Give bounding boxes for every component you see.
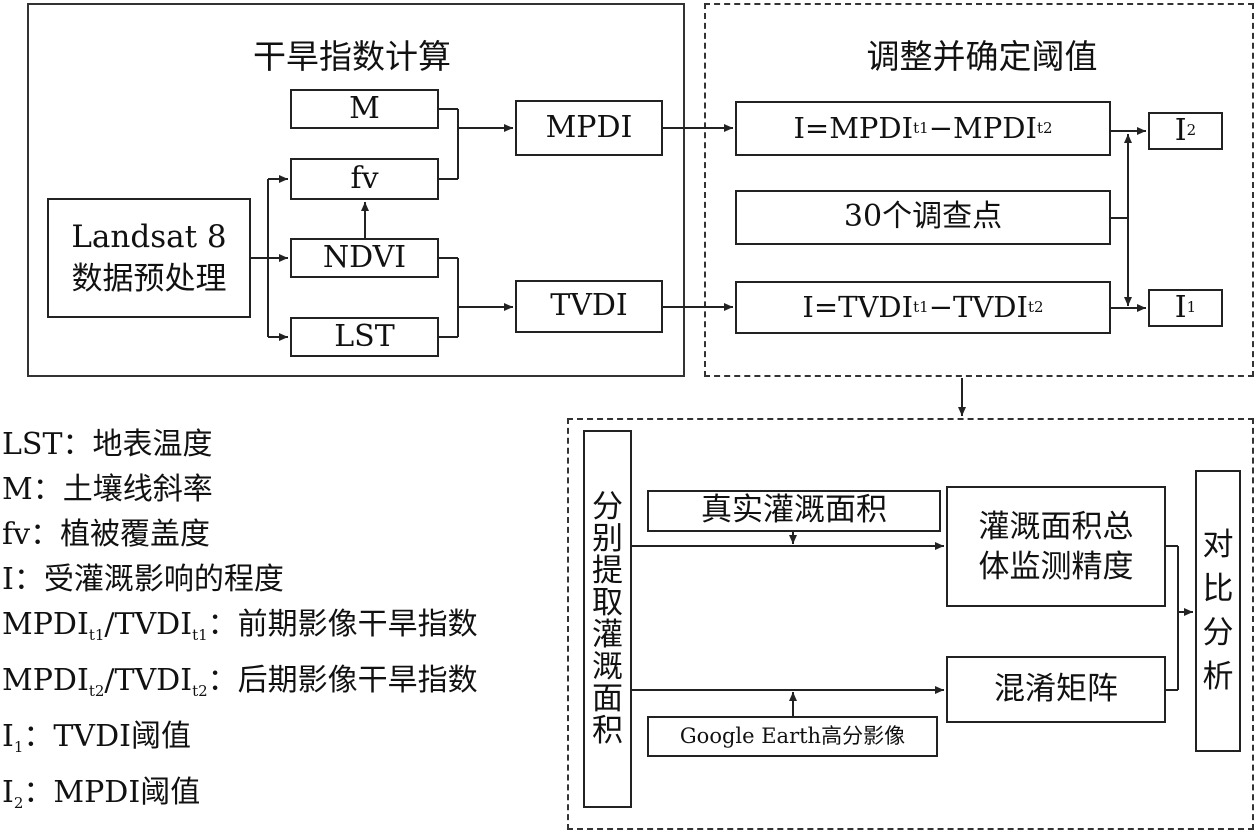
accuracy-line2: 体监测精度 bbox=[978, 548, 1134, 585]
extraction-panel bbox=[567, 418, 1254, 830]
tvdi-diff-prefix: I=TVDI bbox=[802, 289, 914, 324]
compare-char: 比 bbox=[1202, 571, 1234, 607]
extract-char: 灌 bbox=[592, 617, 623, 653]
compare-char: 分 bbox=[1202, 615, 1234, 651]
lst-box: LST bbox=[290, 317, 439, 357]
compare-char: 对 bbox=[1202, 527, 1234, 563]
legend-row-m: M：土壤线斜率 bbox=[2, 472, 213, 507]
threshold-title: 调整并确定阈值 bbox=[866, 37, 1098, 76]
legend-row-lst: LST：地表温度 bbox=[2, 427, 213, 462]
compare-char: 析 bbox=[1202, 659, 1234, 695]
legend-row-i1: I1：TVDI阈值 bbox=[2, 719, 191, 756]
comparative-analysis-box: 对 比 分 析 bbox=[1195, 470, 1241, 752]
legend-row-i: I：受灌溉影响的程度 bbox=[2, 562, 284, 597]
extract-char: 溉 bbox=[592, 649, 623, 685]
legend-row-t1: MPDIt1/TVDIt1：前期影像干旱指数 bbox=[2, 607, 478, 644]
accuracy-line1: 灌溉面积总 bbox=[978, 508, 1134, 545]
legend: LST：地表温度 M：土壤线斜率 fv：植被覆盖度 I：受灌溉影响的程度 MPD… bbox=[2, 422, 478, 826]
landsat-preprocess-box: Landsat 8 数据预处理 bbox=[47, 198, 251, 318]
mpdi-diff-prefix: I=MPDI bbox=[793, 110, 914, 145]
ndvi-box: NDVI bbox=[290, 238, 439, 278]
i1-sub: 1 bbox=[1186, 298, 1197, 317]
mpdi-diff-sub1: t1 bbox=[913, 118, 929, 137]
extract-char: 别 bbox=[592, 521, 623, 557]
extract-char: 取 bbox=[592, 585, 623, 621]
extract-char: 积 bbox=[592, 713, 623, 749]
landsat-line2: 数据预处理 bbox=[71, 261, 227, 297]
true-irrigation-area-box: 真实灌溉面积 bbox=[647, 490, 941, 532]
extract-irrigation-area-box: 分 别 提 取 灌 溉 面 积 bbox=[583, 430, 632, 808]
extract-char: 面 bbox=[592, 681, 623, 717]
fv-box: fv bbox=[290, 158, 439, 200]
m-box: M bbox=[290, 89, 439, 129]
legend-row-fv: fv：植被覆盖度 bbox=[2, 517, 211, 552]
extract-char: 提 bbox=[592, 553, 623, 589]
mpdi-diff-mid: −MPDI bbox=[928, 110, 1037, 145]
threshold-panel bbox=[704, 3, 1254, 377]
i2-sub: 2 bbox=[1186, 121, 1197, 140]
drought-index-title: 干旱指数计算 bbox=[253, 37, 451, 76]
mpdi-box: MPDI bbox=[515, 100, 663, 156]
google-earth-imagery-box: Google Earth高分影像 bbox=[647, 716, 938, 757]
landsat-line1: Landsat 8 bbox=[71, 219, 227, 255]
tvdi-box: TVDI bbox=[515, 280, 663, 333]
extract-char: 分 bbox=[592, 489, 623, 525]
mpdi-diff-sub2: t2 bbox=[1036, 118, 1053, 137]
tvdi-diff-mid: −TVDI bbox=[928, 289, 1029, 324]
legend-row-i2: I2：MPDI阈值 bbox=[2, 775, 201, 812]
drought-index-panel bbox=[27, 3, 685, 377]
i1-main: I bbox=[1174, 289, 1187, 325]
overall-accuracy-box: 灌溉面积总 体监测精度 bbox=[946, 486, 1166, 607]
i2-main: I bbox=[1174, 112, 1187, 148]
confusion-matrix-box: 混淆矩阵 bbox=[946, 656, 1166, 723]
legend-row-t2: MPDIt2/TVDIt2：后期影像干旱指数 bbox=[2, 663, 478, 700]
tvdi-diff-sub1: t1 bbox=[913, 297, 929, 316]
survey-points-box: 30个调查点 bbox=[735, 190, 1111, 245]
tvdi-diff-sub2: t2 bbox=[1028, 297, 1044, 316]
